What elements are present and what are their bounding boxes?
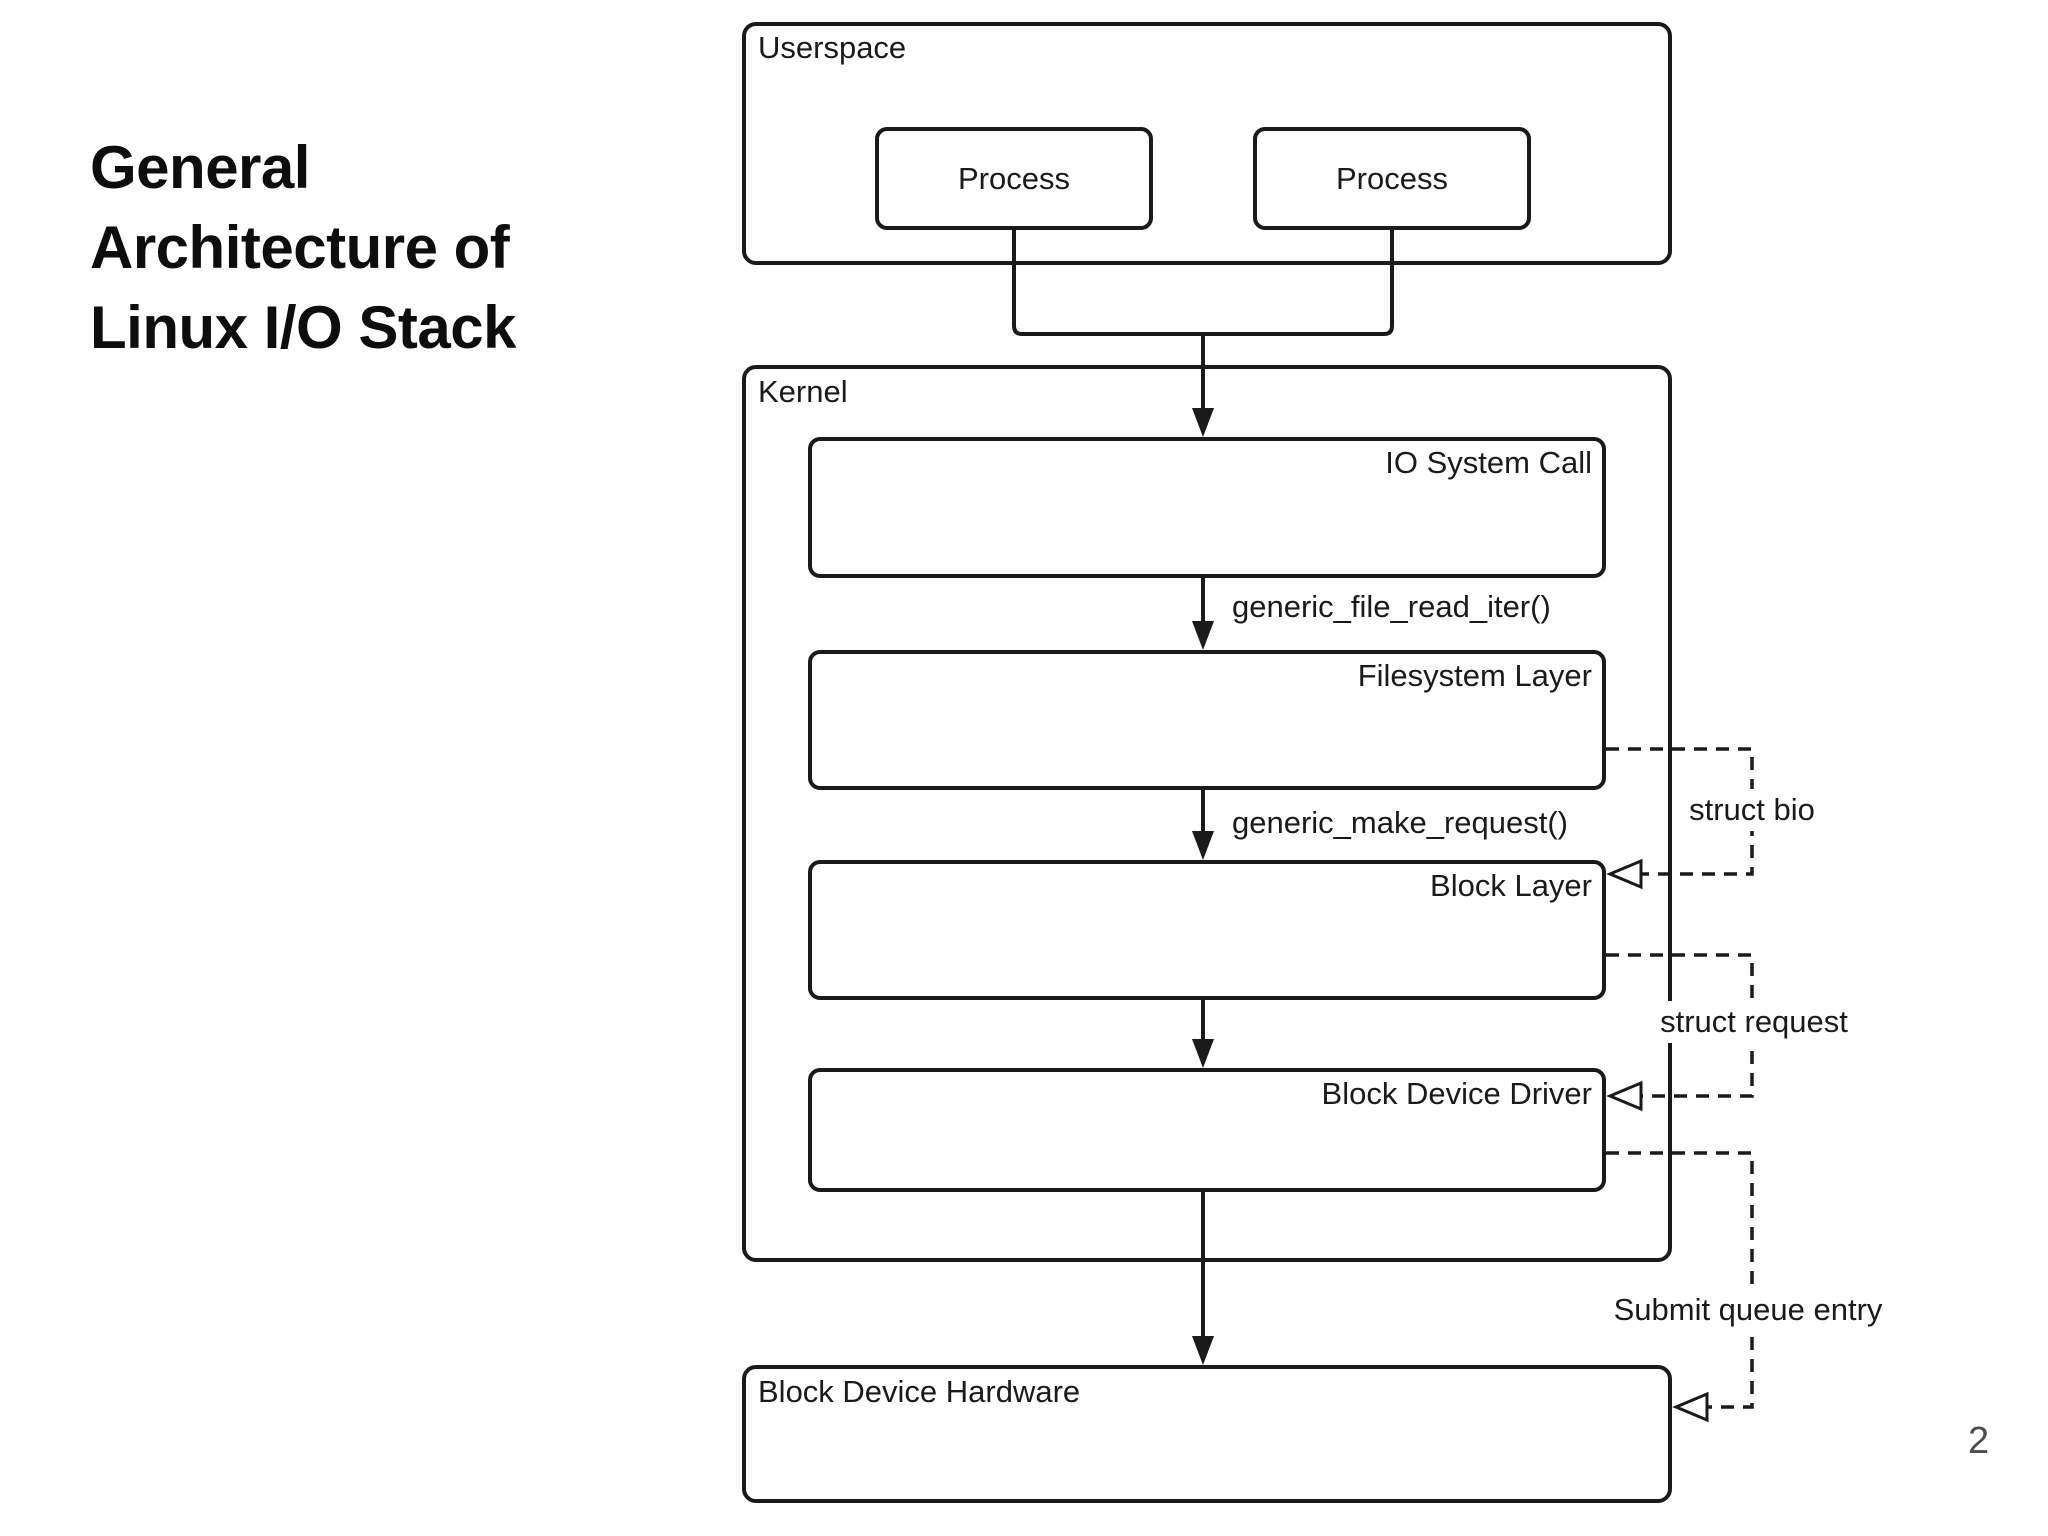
open-arrowhead-struct-request bbox=[1606, 1080, 1643, 1112]
io-syscall-box bbox=[808, 437, 1606, 578]
filesystem-layer-label: Filesystem Layer bbox=[1357, 658, 1592, 693]
block-driver-box bbox=[808, 1068, 1606, 1192]
hardware-box bbox=[742, 1365, 1672, 1503]
open-arrowhead-struct-bio bbox=[1606, 858, 1643, 890]
side-label-struct-bio: struct bio bbox=[1679, 789, 1825, 831]
process-right-label: Process bbox=[1336, 160, 1448, 196]
block-layer-label: Block Layer bbox=[1430, 868, 1592, 903]
title-line-2: Architecture of bbox=[90, 214, 510, 281]
process-box-right: Process bbox=[1253, 127, 1531, 230]
slide-title: General Architecture of Linux I/O Stack bbox=[90, 128, 650, 368]
side-label-struct-request: struct request bbox=[1650, 1001, 1858, 1043]
process-box-left: Process bbox=[875, 127, 1153, 230]
dashed-link-struct-request bbox=[1606, 953, 1754, 1098]
title-line-3: Linux I/O Stack bbox=[90, 294, 516, 361]
side-label-submit-queue: Submit queue entry bbox=[1603, 1289, 1893, 1331]
userspace-box bbox=[742, 22, 1672, 265]
hardware-label: Block Device Hardware bbox=[758, 1374, 1081, 1409]
flow-label-read-iter: generic_file_read_iter() bbox=[1232, 589, 1551, 624]
kernel-label: Kernel bbox=[758, 374, 848, 409]
flow-label-make-request: generic_make_request() bbox=[1232, 805, 1569, 840]
page-number: 2 bbox=[1968, 1420, 1990, 1462]
filesystem-layer-box bbox=[808, 650, 1606, 790]
title-line-1: General bbox=[90, 134, 310, 201]
userspace-label: Userspace bbox=[758, 30, 907, 65]
kernel-box bbox=[742, 365, 1672, 1262]
arrowhead-into-driver bbox=[1192, 1039, 1214, 1068]
block-driver-label: Block Device Driver bbox=[1321, 1076, 1592, 1111]
arrowhead-into-hardware bbox=[1192, 1336, 1214, 1365]
io-syscall-label: IO System Call bbox=[1385, 445, 1592, 480]
open-arrowhead-submit-queue bbox=[1672, 1391, 1709, 1423]
arrowhead-into-io-syscall bbox=[1192, 408, 1214, 437]
arrowhead-into-blocklayer bbox=[1192, 831, 1214, 860]
dashed-link-submit-queue bbox=[1606, 1151, 1754, 1409]
arrowhead-into-filesystem bbox=[1192, 621, 1214, 650]
process-left-label: Process bbox=[958, 160, 1070, 196]
block-layer-box bbox=[808, 860, 1606, 1000]
